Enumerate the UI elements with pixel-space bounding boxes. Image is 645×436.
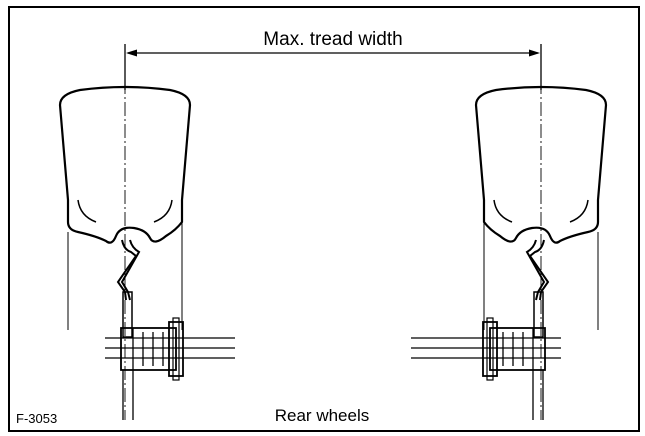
figure-caption: Rear wheels (275, 406, 370, 425)
right-hub (489, 327, 546, 371)
dimension-line (124, 44, 542, 90)
right-tire (474, 85, 608, 244)
left-tire (58, 85, 192, 244)
left-wheel (58, 58, 235, 420)
right-wheel-disc (528, 239, 550, 301)
dimension-arrow-left (126, 49, 137, 57)
right-wheel (411, 58, 608, 420)
left-wheel-disc (116, 239, 138, 301)
figure-id: F-3053 (16, 411, 57, 426)
dimension-arrow-right (529, 49, 540, 57)
left-hub (120, 327, 177, 371)
right-hub-flange (533, 291, 544, 338)
figure-frame (8, 6, 640, 432)
dimension-label: Max. tread width (263, 29, 402, 50)
left-hub-flange (122, 291, 133, 338)
